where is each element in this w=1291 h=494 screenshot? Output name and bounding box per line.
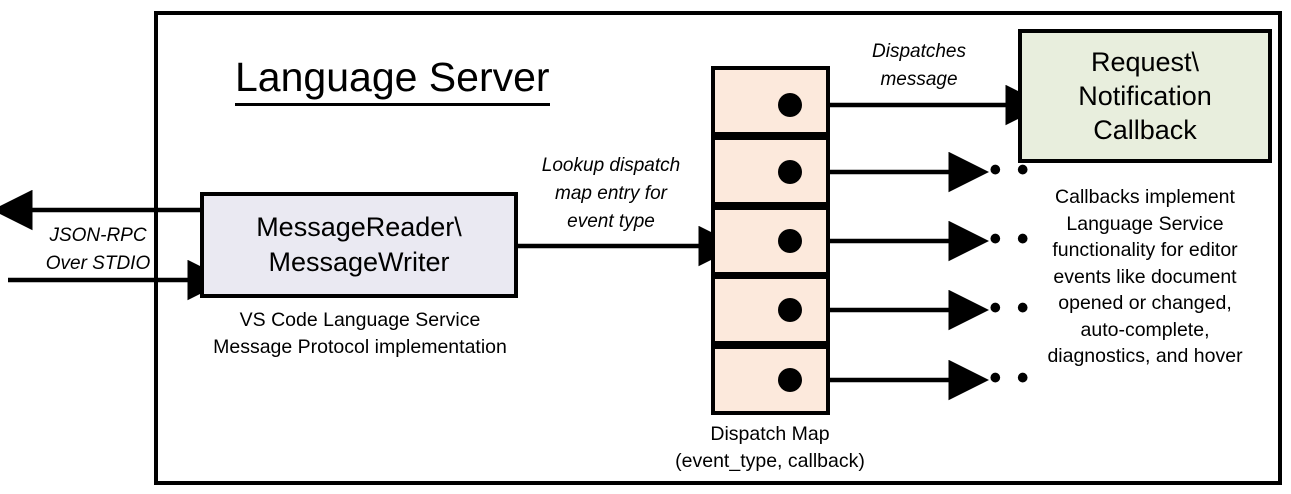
message-reader-caption: VS Code Language Service Message Protoco… <box>188 307 532 361</box>
callback-box-line-3: Callback <box>1093 115 1197 145</box>
dispatch-entry-dot <box>778 160 802 184</box>
callback-box-line-1: Request\ <box>1090 47 1200 77</box>
dispatch-entry-dot <box>778 298 802 322</box>
jsonrpc-label-line-1: JSON-RPC <box>49 225 147 246</box>
diagram-title: Language Server <box>235 52 550 106</box>
dispatch-map-cell[interactable] <box>711 66 830 136</box>
reader-caption-line-2: Message Protocol implementation <box>213 336 507 358</box>
dispatch-map-cell[interactable] <box>711 345 830 415</box>
dispatches-message-label: Dispatches message <box>834 38 1004 94</box>
lookup-label-line-1: Lookup dispatch <box>541 155 681 176</box>
reader-box-line-2: MessageWriter <box>268 247 450 277</box>
callback-box-line-2: Notification <box>1078 81 1212 111</box>
callback-caption-line-4: events like document <box>1053 265 1237 288</box>
message-reader-writer-box[interactable]: MessageReader\ MessageWriter <box>200 192 518 298</box>
callback-caption-line-6: auto-complete, <box>1080 318 1210 341</box>
callback-caption: Callbacks implement Language Service fun… <box>1010 184 1280 370</box>
dispatch-entry-dot <box>778 93 802 117</box>
jsonrpc-label-line-2: Over STDIO <box>45 253 151 274</box>
dispatch-map-caption: Dispatch Map (event_type, callback) <box>650 421 890 475</box>
callback-caption-line-7: diagnostics, and hover <box>1047 345 1243 367</box>
request-notification-callback-box[interactable]: Request\ Notification Callback <box>1018 29 1272 163</box>
lookup-label-line-2: map entry for <box>555 183 667 204</box>
dispatch-map-cell[interactable] <box>711 206 830 276</box>
reader-box-line-1: MessageReader\ <box>256 212 462 242</box>
dispatch-map[interactable] <box>711 66 830 415</box>
dispatch-entry-dot <box>778 229 802 253</box>
callback-caption-line-3: functionality for editor <box>1052 239 1238 261</box>
ellipsis-marker: • • • <box>962 359 1032 397</box>
reader-caption-line-1: VS Code Language Service <box>239 309 481 331</box>
callback-caption-line-5: opened or changed, <box>1058 292 1232 314</box>
lookup-dispatch-label: Lookup dispatch map entry for event type <box>516 152 706 236</box>
callback-caption-line-1: Callbacks implement <box>1055 186 1235 208</box>
dispatch-entry-dot <box>778 368 802 392</box>
ellipsis-marker: • • • <box>962 151 1032 189</box>
dispatches-label-line-1: Dispatches <box>872 41 966 62</box>
dispatch-map-caption-line-1: Dispatch Map <box>710 423 830 445</box>
callback-caption-line-2: Language Service <box>1066 212 1224 235</box>
language-server-frame <box>154 11 1282 485</box>
dispatch-map-caption-line-2: (event_type, callback) <box>675 450 865 472</box>
dispatches-label-line-2: message <box>880 69 958 90</box>
jsonrpc-stdio-label: JSON-RPC Over STDIO <box>33 222 163 278</box>
dispatch-map-cell[interactable] <box>711 136 830 206</box>
lookup-label-line-3: event type <box>567 211 655 232</box>
dispatch-map-cell[interactable] <box>711 275 830 345</box>
